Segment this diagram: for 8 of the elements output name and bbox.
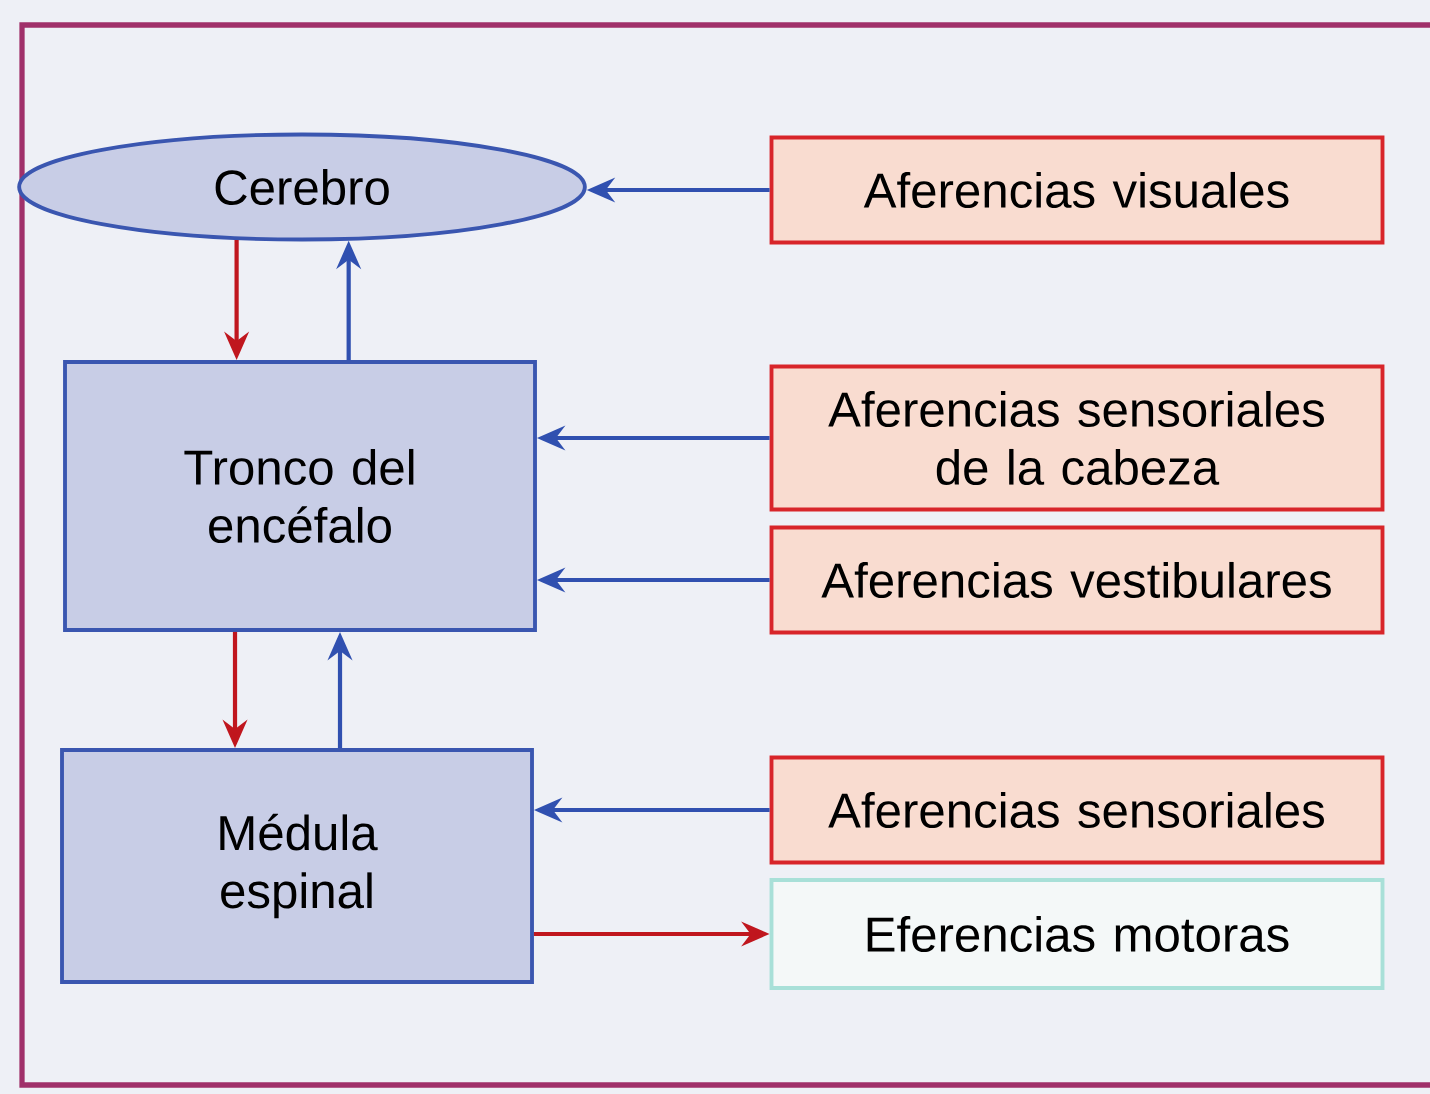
input-box: Aferencias sensoriales xyxy=(769,755,1385,865)
input-box: Aferencias visuales xyxy=(769,135,1385,245)
input-box: Aferencias vestibulares xyxy=(769,525,1385,635)
process-box: Tronco del encéfalo xyxy=(63,360,537,632)
input-box: Aferencias sensoriales de la cabeza xyxy=(769,364,1385,512)
process-box: Médula espinal xyxy=(60,748,534,984)
ellipse-node: Cerebro xyxy=(17,132,587,242)
output-box: Eferencias motoras xyxy=(769,878,1385,990)
